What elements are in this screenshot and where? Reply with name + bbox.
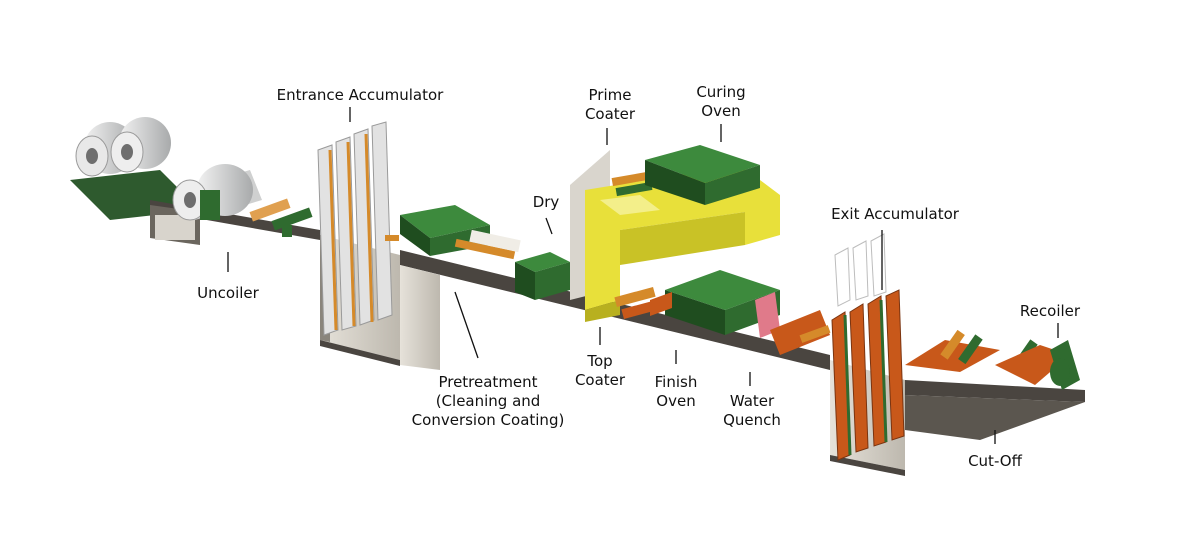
curing-loop <box>570 150 780 322</box>
label-exit-accumulator: Exit Accumulator <box>831 205 959 223</box>
label-pretreatment: Pretreatment (Cleaning and Conversion Co… <box>411 373 565 429</box>
pretreatment-tanks <box>400 205 521 260</box>
label-recoiler: Recoiler <box>1019 302 1081 320</box>
entrance-accumulator <box>317 121 400 366</box>
water-quench <box>755 292 831 355</box>
uncoiler-section <box>70 117 320 245</box>
label-water-quench: Water Quench <box>723 392 781 429</box>
coil-2-icon <box>110 117 171 173</box>
label-dry: Dry <box>532 193 560 211</box>
exit-belt <box>905 329 1085 440</box>
label-top-coater: Top Coater <box>574 352 626 389</box>
label-prime-coater: Prime Coater <box>584 86 636 123</box>
recoiler-icon <box>1050 340 1080 390</box>
label-uncoiler: Uncoiler <box>197 284 259 302</box>
label-cut-off: Cut-Off <box>968 452 1022 470</box>
coil-3-icon <box>172 164 262 221</box>
label-curing-oven: Curing Oven <box>696 83 746 120</box>
finish-oven <box>650 270 780 335</box>
label-entrance-accumulator: Entrance Accumulator <box>276 86 444 104</box>
pinch-rolls <box>249 198 313 237</box>
dry-unit <box>515 252 570 300</box>
curing-oven <box>645 145 760 205</box>
leader-lines <box>227 107 1059 444</box>
exit-accumulator <box>830 233 905 476</box>
label-finish-oven: Finish Oven <box>654 373 698 410</box>
prime-coater <box>611 171 653 197</box>
